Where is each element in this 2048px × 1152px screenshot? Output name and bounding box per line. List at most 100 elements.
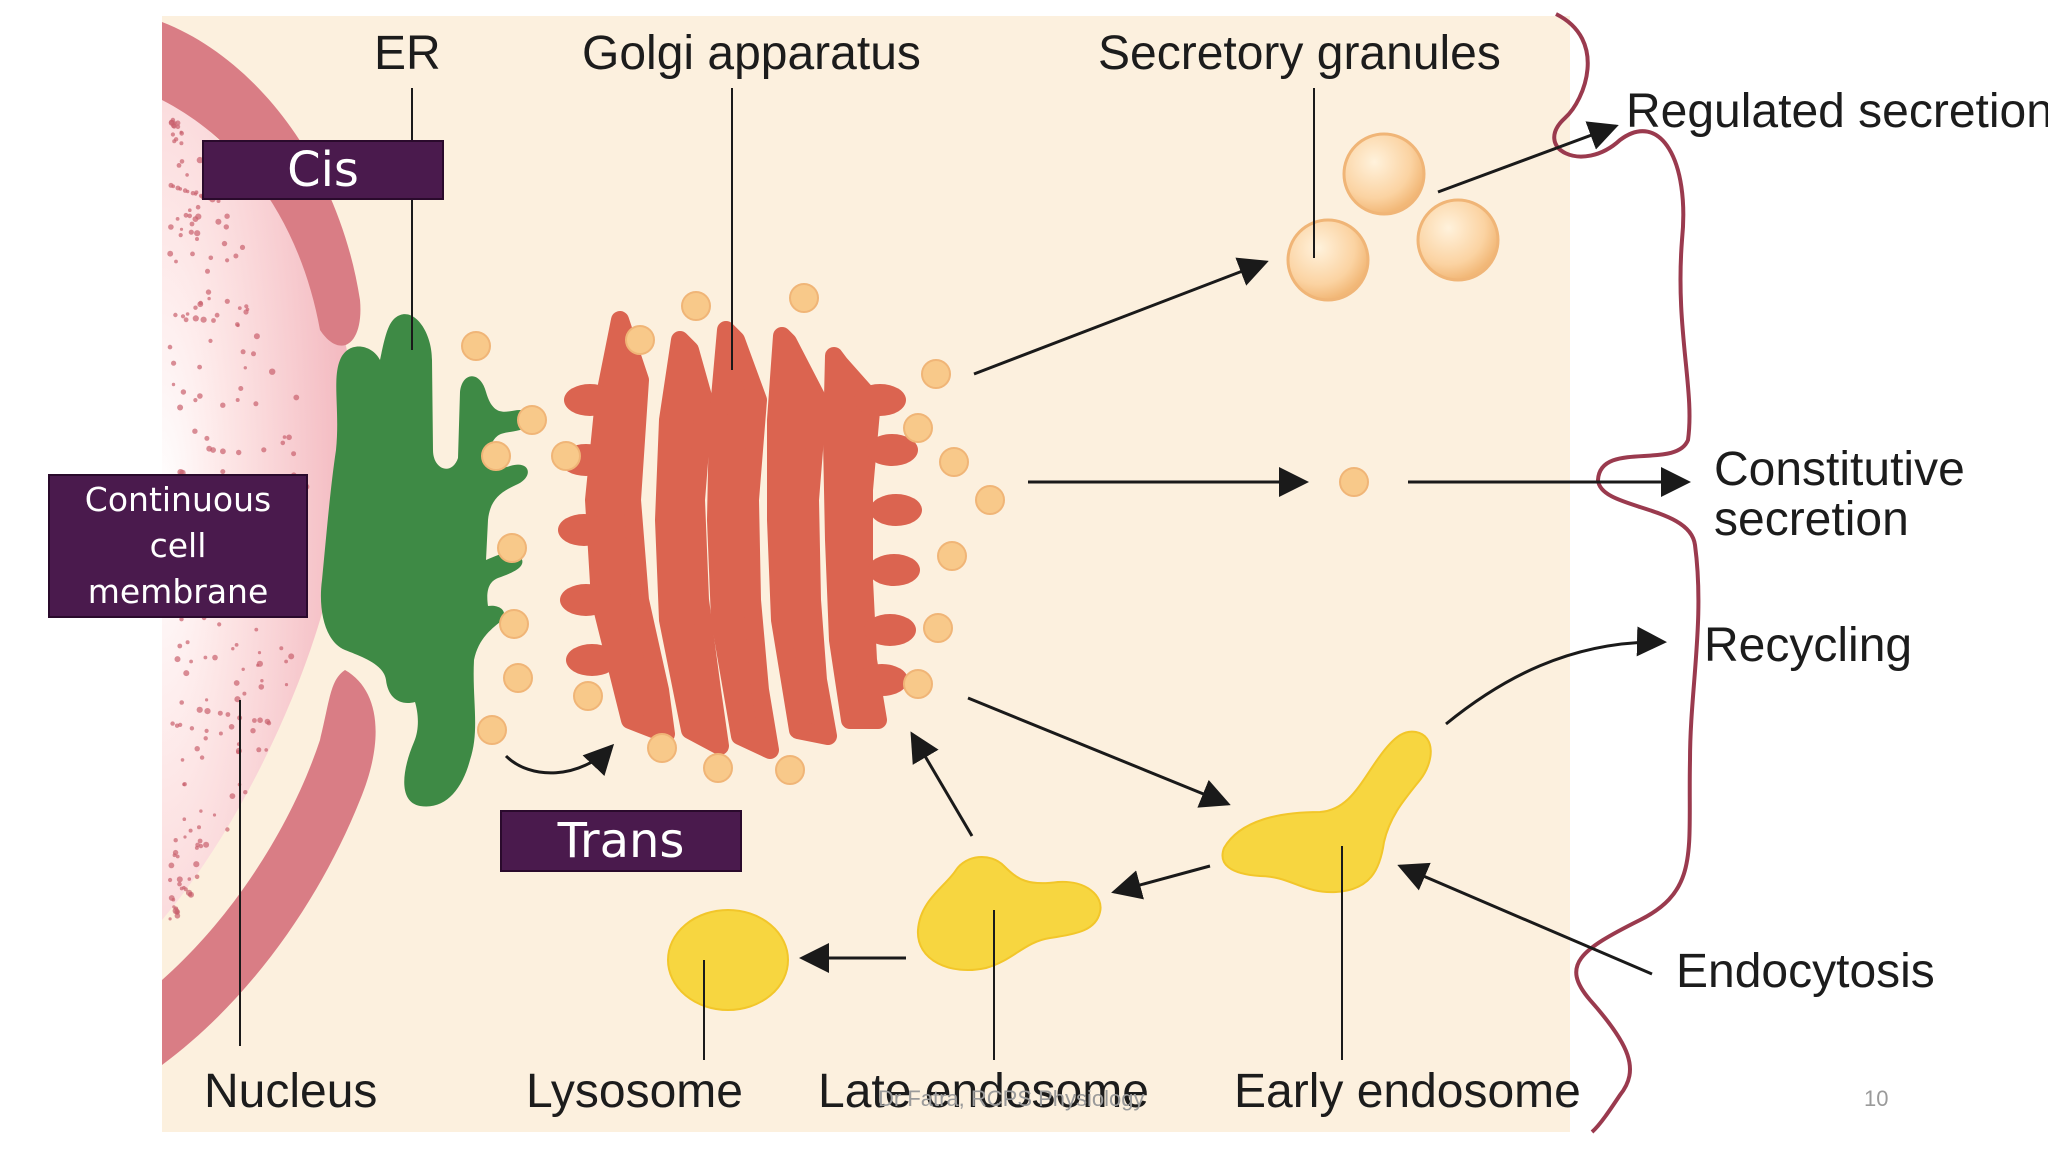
arrow-golgi-to-early-endosome [967, 696, 1231, 808]
trans-box: Trans [500, 810, 742, 872]
golgi-lobe [868, 554, 920, 586]
membrane-label-line3: membrane [87, 572, 269, 611]
transport-vesicles [461, 283, 1005, 785]
chromatin-dot [187, 877, 192, 881]
chromatin-dot [177, 643, 183, 649]
chromatin-dot [293, 394, 300, 401]
chromatin-dot [174, 656, 181, 663]
chromatin-dot [220, 402, 226, 408]
chromatin-dot [171, 382, 176, 387]
chromatin-dot [233, 253, 239, 259]
chromatin-dot [225, 712, 231, 717]
footer-credit: Dr Fatra, RCPS Physiology [878, 1086, 1145, 1111]
lysosome [667, 909, 789, 1011]
chromatin-dot [175, 217, 180, 221]
chromatin-dot [205, 698, 209, 702]
golgi-lobe [558, 514, 610, 546]
chromatin-dot [183, 887, 188, 892]
chromatin-dot [203, 736, 208, 741]
golgi-lobe [560, 584, 612, 616]
chromatin-dot [185, 173, 189, 177]
chromatin-dot [179, 141, 184, 146]
transport-vesicle [517, 405, 547, 435]
chromatin-dot [212, 813, 217, 817]
chromatin-dot [178, 187, 183, 191]
chromatin-dot [216, 199, 221, 203]
chromatin-dot [250, 728, 256, 734]
golgi-cisterna [707, 321, 779, 759]
chromatin-dot [291, 451, 297, 457]
chromatin-dot [197, 825, 201, 830]
chromatin-dot [189, 726, 195, 731]
chromatin-dot [203, 655, 208, 660]
chromatin-dot [177, 881, 182, 887]
chromatin-dot [179, 159, 185, 164]
chromatin-dot [217, 622, 222, 627]
chromatin-dot [174, 913, 181, 919]
chromatin-dot [243, 790, 248, 795]
label-regulated-secretion: Regulated secretion [1626, 85, 2048, 138]
chromatin-dot [256, 660, 263, 667]
chromatin-dot [286, 434, 292, 441]
label-secretory-granules: Secretory granules [1098, 27, 1501, 80]
golgi-cisterna [585, 311, 675, 743]
chromatin-dot [177, 469, 184, 476]
chromatin-dot [182, 782, 187, 787]
label-er: ER [374, 27, 441, 80]
chromatin-dot [179, 700, 184, 705]
chromatin-dot [172, 849, 179, 856]
chromatin-dot [193, 398, 198, 403]
chromatin-dot [231, 647, 235, 651]
early-endosome [1221, 730, 1432, 894]
chromatin-dot [173, 312, 178, 318]
chromatin-dot [183, 317, 189, 323]
chromatin-dot [208, 255, 214, 261]
chromatin-dot [180, 389, 187, 395]
chromatin-dot [252, 718, 257, 723]
transport-vesicle [573, 681, 603, 711]
cell-membrane [1552, 12, 1701, 1134]
chromatin-dot [256, 747, 262, 753]
late-endosome [916, 856, 1102, 972]
golgi-lobe [564, 384, 616, 416]
chromatin-dot [175, 854, 180, 859]
arrow-golgi-to-granules [973, 257, 1269, 376]
chromatin-dot [172, 139, 177, 144]
chromatin-dot [194, 845, 199, 850]
transport-vesicle [903, 413, 933, 443]
label-constitutive: Constitutive [1714, 443, 1965, 496]
chromatin-dot [261, 447, 267, 453]
transport-vesicle [481, 441, 511, 471]
transport-vesicle [477, 715, 507, 745]
golgi-lobe [854, 384, 906, 416]
chromatin-dot [176, 163, 182, 168]
chromatin-dot [187, 213, 192, 219]
nuclear-envelope-lower [162, 670, 376, 1065]
chromatin-dot [188, 208, 192, 212]
golgi-lobe [866, 434, 918, 466]
chromatin-dot [200, 316, 207, 323]
chromatin-dot [190, 191, 196, 196]
chromatin-dot [175, 124, 181, 130]
label-constitutive-secretion: secretion [1714, 493, 1909, 546]
chromatin-dot [178, 233, 183, 238]
chromatin-dot [288, 653, 295, 660]
golgi-cisterna [767, 327, 837, 745]
chromatin-dot [193, 305, 198, 310]
chromatin-dot [233, 680, 240, 686]
arrow-late-endosome-to-golgi [910, 731, 974, 837]
chromatin-dot [237, 306, 242, 310]
chromatin-dot [176, 876, 183, 883]
chromatin-dot [192, 315, 199, 322]
chromatin-dot [279, 646, 284, 651]
chromatin-dot [183, 212, 189, 218]
chromatin-dot [188, 892, 193, 897]
chromatin-dot [224, 213, 230, 219]
label-late-endosome: Late endosome [818, 1065, 1149, 1118]
chromatin-dot [167, 344, 173, 350]
chromatin-dot [269, 368, 276, 375]
chromatin-dot [253, 333, 260, 340]
transport-vesicle [775, 755, 805, 785]
chromatin-dot [194, 874, 200, 880]
chromatin-dot [179, 130, 183, 134]
